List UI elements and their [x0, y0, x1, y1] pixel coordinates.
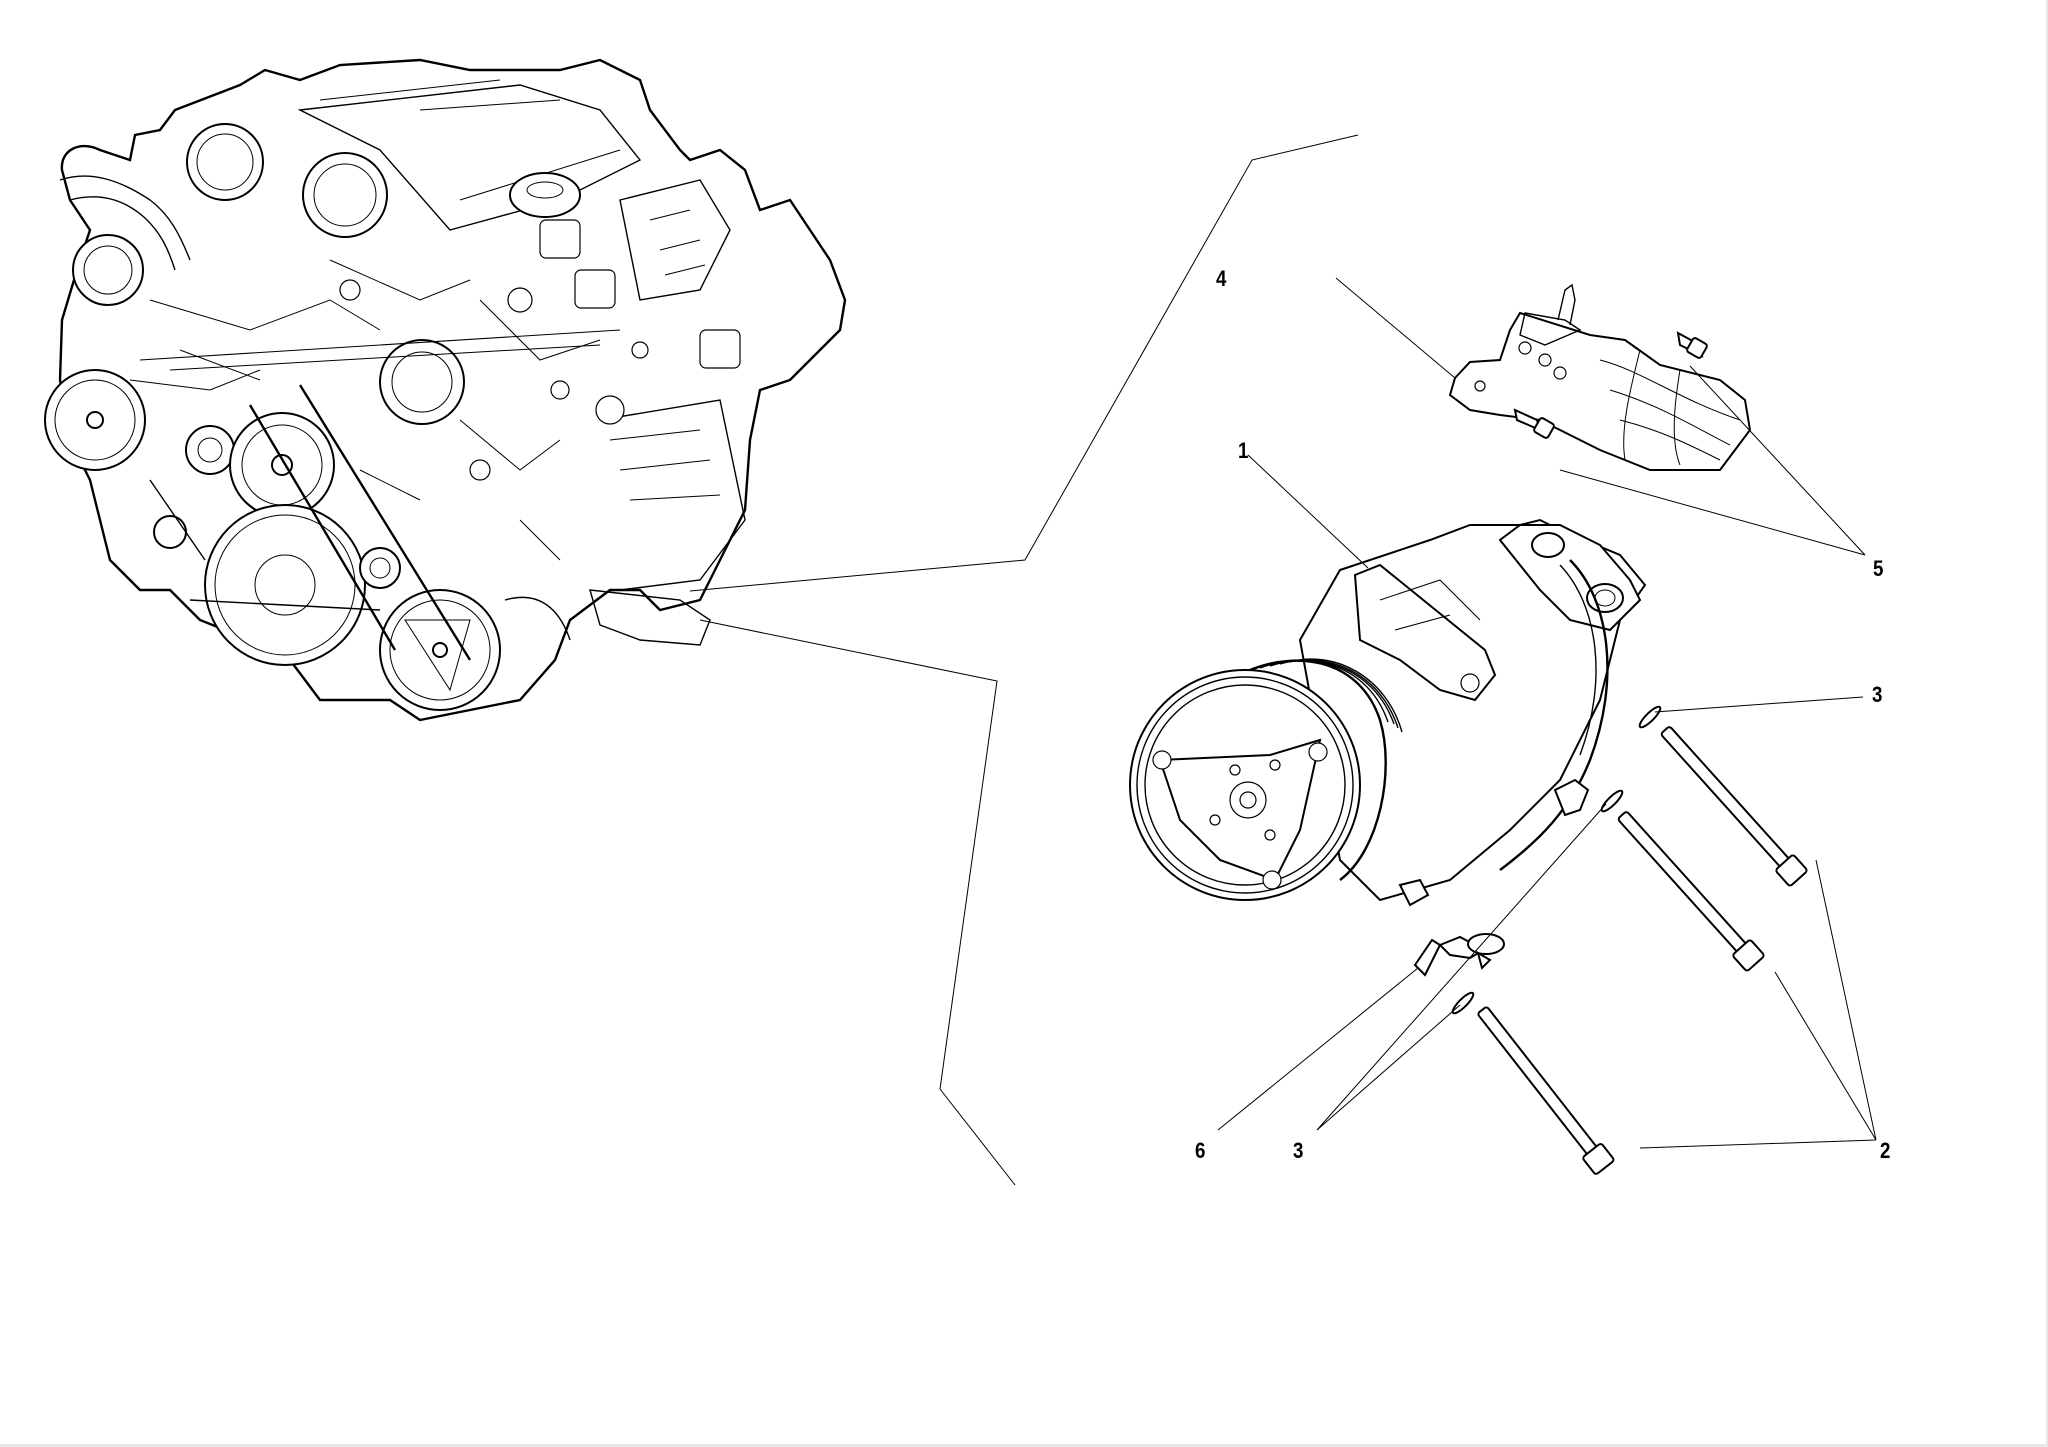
part-3-washers-illustration [1451, 705, 1662, 1015]
callout-3-washer-upper: 3 [1872, 682, 1883, 707]
part-2-bolts-illustration [1477, 726, 1808, 1175]
callout-3-washer-lower: 3 [1293, 1138, 1304, 1163]
part-4-bracket-illustration [1448, 283, 1752, 471]
detail-expansion-lines [689, 134, 1359, 1186]
engine-overview-illustration [44, 58, 847, 722]
callout-6-clip: 6 [1195, 1138, 1206, 1163]
callout-5-screws: 5 [1873, 556, 1884, 581]
part-1-compressor-illustration [1129, 518, 1647, 907]
callout-4-bracket: 4 [1216, 266, 1227, 291]
callout-leader-lines [1217, 277, 1877, 1149]
callout-1-compressor: 1 [1238, 438, 1249, 463]
callout-2-bolts: 2 [1880, 1138, 1891, 1163]
